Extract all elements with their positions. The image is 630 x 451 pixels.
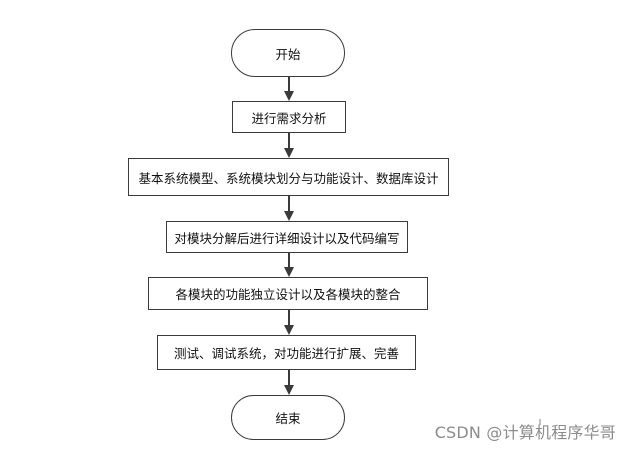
step-1-label: 进行需求分析 — [251, 110, 327, 126]
step-system-design: 基本系统模型、系统模块划分与功能设计、数据库设计 — [128, 158, 449, 196]
start-node: 开始 — [231, 29, 345, 77]
step-5-label: 测试、调试系统，对功能进行扩展、完善 — [173, 346, 399, 361]
cursor-mark — [539, 419, 541, 425]
step-module-integration: 各模块的功能独立设计以及各模块的整合 — [148, 277, 428, 310]
end-label: 结束 — [275, 411, 301, 426]
step-4-label: 各模块的功能独立设计以及各模块的整合 — [175, 287, 401, 302]
step-requirements-analysis: 进行需求分析 — [232, 101, 346, 133]
step-3-label: 对模块分解后进行详细设计以及代码编写 — [174, 230, 400, 246]
end-node: 结束 — [231, 395, 345, 440]
step-testing-debugging: 测试、调试系统，对功能进行扩展、完善 — [157, 335, 416, 370]
watermark: CSDN @计算机程序华哥 — [434, 423, 616, 442]
step-2-label: 基本系统模型、系统模块划分与功能设计、数据库设计 — [138, 170, 439, 186]
start-label: 开始 — [275, 46, 301, 62]
step-detailed-design-coding: 对模块分解后进行详细设计以及代码编写 — [166, 221, 408, 253]
